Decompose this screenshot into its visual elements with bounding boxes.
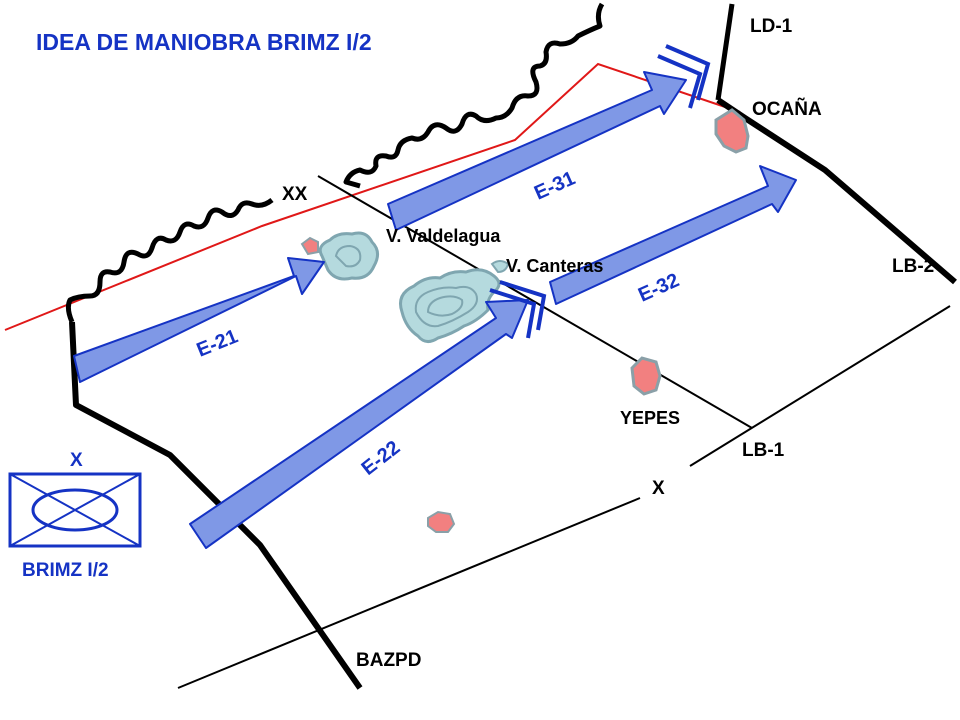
red-front-line (4, 62, 741, 331)
label-lb1: LB-1 (742, 440, 785, 461)
label-xx: XX (282, 184, 308, 205)
unit-frame (8, 472, 142, 548)
label-x-line: X (652, 478, 665, 499)
attack-marker-e31 (657, 44, 711, 109)
label-canteras: V. Canteras (506, 256, 603, 276)
unit-name-label: BRIMZ I/2 (22, 560, 109, 581)
label-e31: E-31 (531, 167, 579, 204)
label-yepes: YEPES (620, 408, 680, 428)
label-e32: E-32 (635, 269, 683, 306)
small-town-south (427, 510, 456, 533)
ld1-line (715, 3, 735, 101)
label-ocana: OCAÑA (752, 98, 822, 120)
label-e21: E-21 (194, 325, 241, 361)
label-lb2: LB-2 (892, 256, 934, 277)
x-boundary-line (177, 497, 641, 689)
small-town-valdelagua (300, 236, 319, 256)
lb2-thick-line (716, 97, 957, 285)
river-border (343, 2, 605, 189)
ocana-town (714, 108, 750, 154)
page-title: IDEA DE MANIOBRA BRIMZ I/2 (36, 29, 372, 55)
attack-marker-e22 (489, 280, 547, 339)
xx-boundary-line (317, 175, 753, 429)
river-border-west (65, 197, 274, 323)
valdelagua-hills (318, 231, 379, 281)
infantry-cross-icon (9, 473, 141, 547)
arrow-e21 (73, 257, 325, 383)
unit-symbol: X BRIMZ I/2 (8, 450, 142, 581)
label-bazpd: BAZPD (356, 650, 421, 671)
label-valdelagua: V. Valdelagua (386, 226, 501, 246)
label-e22: E-22 (358, 437, 405, 480)
label-ld1: LD-1 (750, 16, 793, 37)
armor-oval-icon (31, 488, 119, 532)
arrow-e31 (387, 71, 687, 231)
arrow-e32 (549, 165, 797, 305)
western-boundary (69, 321, 363, 690)
lb1-line (689, 305, 951, 467)
arrow-e22 (189, 299, 529, 549)
unit-echelon-label: X (70, 450, 83, 471)
yepes-town (630, 356, 662, 396)
